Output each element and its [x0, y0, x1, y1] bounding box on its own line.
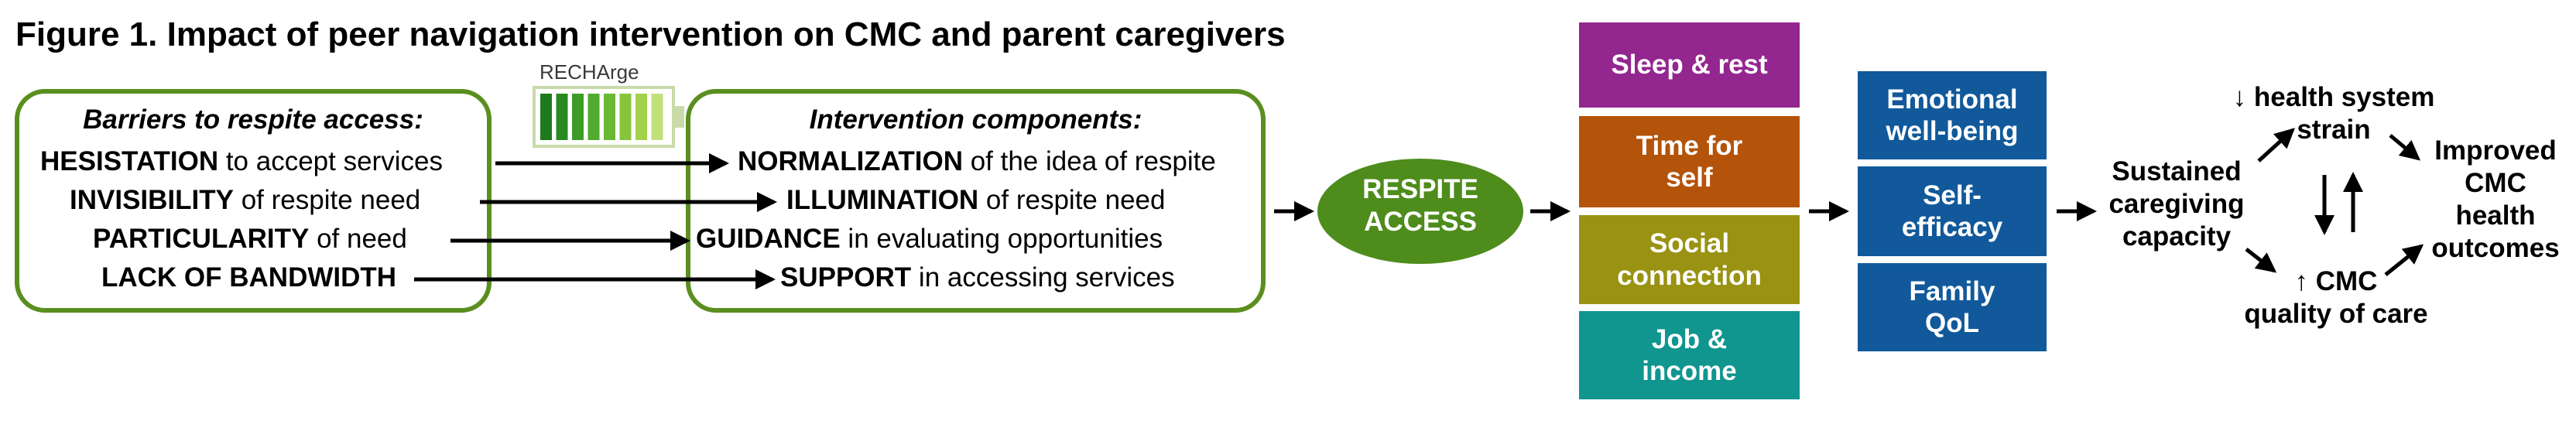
benefit-sleep-rest: Sleep & rest	[1579, 22, 1800, 108]
component-illumination-rest: of respite need	[978, 185, 1166, 215]
benefit-job-income: Job & income	[1579, 311, 1800, 399]
battery-charge-bars	[540, 94, 663, 140]
component-normalization-bold: NORMALIZATION	[738, 146, 963, 176]
battery-bar	[587, 94, 600, 140]
wellbeing-emotional: Emotional well-being	[1858, 71, 2047, 159]
barrier-invisibility-rest: of respite need	[233, 185, 421, 215]
barrier-invisibility: INVISIBILITY of respite need	[70, 185, 420, 216]
outcome-health-system-strain: ↓ health system strain	[2232, 82, 2435, 145]
component-guidance-bold: GUIDANCE	[696, 224, 841, 254]
component-support-bold: SUPPORT	[780, 262, 912, 293]
benefit-social-connection: Social connection	[1579, 215, 1800, 304]
component-normalization: NORMALIZATION of the idea of respite	[738, 146, 1216, 177]
barrier-bandwidth-bold: LACK OF BANDWIDTH	[101, 262, 397, 293]
barrier-hesitation-rest: to accept services	[218, 146, 443, 176]
barrier-hesitation-bold: HESISTATION	[40, 146, 219, 176]
components-heading: Intervention components:	[809, 104, 1142, 135]
component-guidance: GUIDANCE in evaluating opportunities	[696, 224, 1163, 255]
flow-arrows	[1274, 128, 2424, 276]
wellbeing-family-qol: Family QoL	[1858, 263, 2047, 351]
recharge-battery-icon	[533, 86, 684, 148]
battery-bar	[619, 94, 632, 140]
component-support-rest: in accessing services	[911, 262, 1175, 293]
battery-bar	[572, 94, 584, 140]
barrier-particularity-bold: PARTICULARITY	[93, 224, 310, 254]
outcome-improved-health: Improved CMC health outcomes	[2431, 135, 2560, 263]
arrow-strain-improved	[2389, 134, 2421, 161]
battery-bar	[540, 94, 552, 140]
battery-bar	[651, 94, 663, 140]
barriers-heading: Barriers to respite access:	[83, 104, 423, 135]
barrier-hesitation: HESISTATION to accept services	[40, 146, 443, 177]
component-guidance-rest: in evaluating opportunities	[840, 224, 1163, 254]
battery-bar	[635, 94, 647, 140]
outcome-sustained-capacity: Sustained caregiving capacity	[2108, 156, 2245, 252]
figure-title: Figure 1. Impact of peer navigation inte…	[15, 15, 1286, 53]
barrier-invisibility-bold: INVISIBILITY	[70, 185, 234, 215]
recharge-logo-label: RECHArge	[540, 60, 639, 84]
barrier-bandwidth: LACK OF BANDWIDTH	[101, 262, 396, 293]
component-illumination: ILLUMINATION of respite need	[786, 185, 1165, 216]
arrow-sustained-strain	[2257, 128, 2295, 163]
benefit-time-for-self: Time for self	[1579, 116, 1800, 207]
battery-bar	[604, 94, 615, 140]
respite-access-ellipse	[1317, 159, 1523, 264]
barrier-particularity: PARTICULARITY of need	[93, 224, 407, 255]
barrier-to-component-arrows	[414, 153, 777, 289]
arrow-quality-improved	[2384, 244, 2424, 276]
barrier-particularity-rest: of need	[309, 224, 407, 254]
component-normalization-rest: of the idea of respite	[962, 146, 1216, 176]
wellbeing-self-efficacy: Self- efficacy	[1858, 166, 2047, 256]
battery-bar	[556, 94, 568, 140]
respite-access-label: RESPITE ACCESS	[1362, 174, 1478, 237]
component-illumination-bold: ILLUMINATION	[786, 185, 979, 215]
outcome-cmc-quality-of-care: ↑ CMC quality of care	[2244, 266, 2428, 329]
arrow-sustained-quality	[2245, 248, 2277, 273]
component-support: SUPPORT in accessing services	[780, 262, 1175, 293]
